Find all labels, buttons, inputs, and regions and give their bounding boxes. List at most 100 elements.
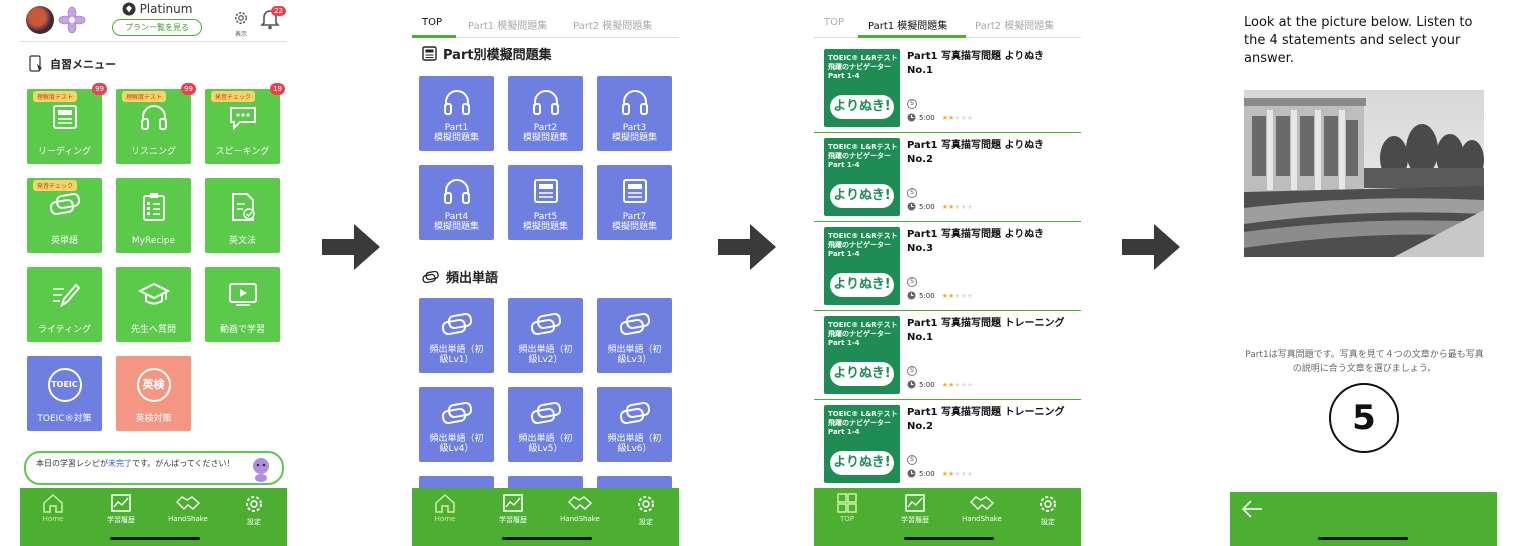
tab-4[interactable]: 設定 — [1023, 493, 1073, 527]
tab-3[interactable]: HandShake — [957, 493, 1007, 523]
question-note: Part1は写真問題です。写真を見て４つの文章から最も写真の説明に合う文章を選び… — [1245, 350, 1484, 374]
back-arrow-icon[interactable] — [1240, 498, 1264, 520]
notification-button[interactable]: 22 — [260, 6, 286, 32]
book-title-line1: TOEIC® L&Rテスト — [828, 410, 898, 418]
tile-label: リーディング — [37, 147, 92, 157]
item-duration: 5:00 — [919, 291, 935, 300]
menu-tile-6[interactable]: 英文法 — [205, 178, 280, 253]
word-level-tile-6[interactable]: 頻出単語（初級Lv6） — [597, 387, 672, 462]
home-icon — [28, 493, 78, 513]
word-cards-icon — [441, 312, 473, 339]
plan-list-button[interactable]: プラン一覧を見る — [112, 19, 202, 36]
home-indicator — [904, 537, 994, 540]
avatar[interactable] — [26, 6, 54, 34]
part-subtitle: 模擬問題集 — [522, 133, 568, 143]
tab-part2[interactable]: Part2 模擬問題集 — [573, 21, 653, 32]
menu-tile-11[interactable]: 英検英検対策 — [116, 356, 191, 431]
word-level-tile-5[interactable]: 頻出単語（初級Lv5） — [508, 387, 583, 462]
badge-text: 英検 — [142, 378, 165, 391]
book-title-line1: TOEIC® L&Rテスト — [828, 321, 898, 329]
word-level-line1: 頻出単語（初 — [607, 345, 662, 355]
headphones-icon — [442, 177, 472, 208]
tab-top[interactable]: TOP — [824, 17, 845, 28]
self-study-section-title: 自習メニュー — [28, 55, 116, 73]
tab-top[interactable]: TOP — [422, 17, 443, 28]
item-meta: 5:00★★★★★ — [907, 380, 973, 389]
plan-name-text: Platinum — [139, 2, 193, 16]
tab-4[interactable]: 設定 — [229, 493, 279, 527]
menu-tile-4[interactable]: 発音チェック英単語 — [27, 178, 102, 253]
chart-icon — [96, 493, 146, 513]
word-level-tile-1[interactable]: 頻出単語（初級Lv1） — [419, 298, 494, 373]
tab-4[interactable]: 設定 — [621, 493, 671, 527]
tab-1[interactable]: Home — [28, 493, 78, 523]
book-title-line2: 飛躍のナビゲーター — [828, 152, 891, 160]
menu-tile-7[interactable]: ライティング — [27, 267, 102, 342]
tab-3[interactable]: HandShake — [163, 493, 213, 523]
tile-count-badge: 19 — [270, 83, 285, 95]
tab-label: TOP — [839, 515, 854, 523]
difficulty-stars: ★★★★★ — [941, 291, 974, 300]
flow-arrow-icon — [1122, 224, 1180, 270]
tab-part1[interactable]: Part1 模擬問題集 — [468, 21, 548, 32]
newspaper-icon — [621, 177, 649, 208]
menu-tile-5[interactable]: MyRecipe — [116, 178, 191, 253]
tab-part2[interactable]: Part2 模擬問題集 — [975, 21, 1055, 32]
part-subtitle: 模擬問題集 — [611, 133, 657, 143]
menu-tile-8[interactable]: 先生へ質問 — [116, 267, 191, 342]
item-title: Part1 写真描写問題 よりぬき No.2 — [907, 140, 1045, 165]
tab-part1[interactable]: Part1 模擬問題集 — [868, 21, 948, 32]
difficulty-stars: ★★★★★ — [941, 380, 974, 389]
tab-2[interactable]: 学習履歴 — [488, 493, 538, 525]
tile-tag: 理解度テスト — [33, 91, 78, 102]
word-level-label: 頻出単語（初級Lv5） — [512, 434, 579, 454]
tab-3[interactable]: HandShake — [555, 493, 605, 523]
word-level-tile-2[interactable]: 頻出単語（初級Lv2） — [508, 298, 583, 373]
tab-label: Home — [42, 515, 64, 523]
tab-2[interactable]: 学習履歴 — [96, 493, 146, 525]
difficulty-stars: ★★★★★ — [941, 469, 974, 478]
home-icon — [420, 493, 470, 513]
newspaper-icon — [51, 103, 79, 134]
tab-1[interactable]: Home — [420, 493, 470, 523]
tile-label: MyRecipe — [131, 236, 176, 246]
tablet-icon — [29, 55, 42, 72]
tab-1[interactable]: TOP — [822, 493, 872, 523]
speech-bubble-icon — [228, 103, 258, 134]
tile-tag: 理解度テスト — [122, 91, 167, 102]
difficulty-stars: ★★★★★ — [941, 113, 974, 122]
headphones-icon — [442, 88, 472, 119]
part-name: Part1 — [444, 123, 469, 133]
menu-tile-9[interactable]: 動画で学習 — [205, 267, 280, 342]
word-level-tile-4[interactable]: 頻出単語（初級Lv4） — [419, 387, 494, 462]
tab-label: 学習履歴 — [107, 516, 135, 524]
daily-recipe-banner[interactable]: 本日の学習レシピが未完了です。がんばってください！ — [24, 451, 284, 485]
display-settings-button[interactable]: 表示 — [230, 9, 252, 38]
part-name: Part3 — [622, 123, 647, 133]
part-name: Part5 — [533, 212, 558, 222]
tab-2[interactable]: 学習履歴 — [890, 493, 940, 525]
word-level-label: 頻出単語（初級Lv2） — [512, 345, 579, 365]
word-cards-icon — [422, 270, 439, 283]
word-level-tile-3[interactable]: 頻出単語（初級Lv3） — [597, 298, 672, 373]
home-indicator — [110, 537, 200, 540]
